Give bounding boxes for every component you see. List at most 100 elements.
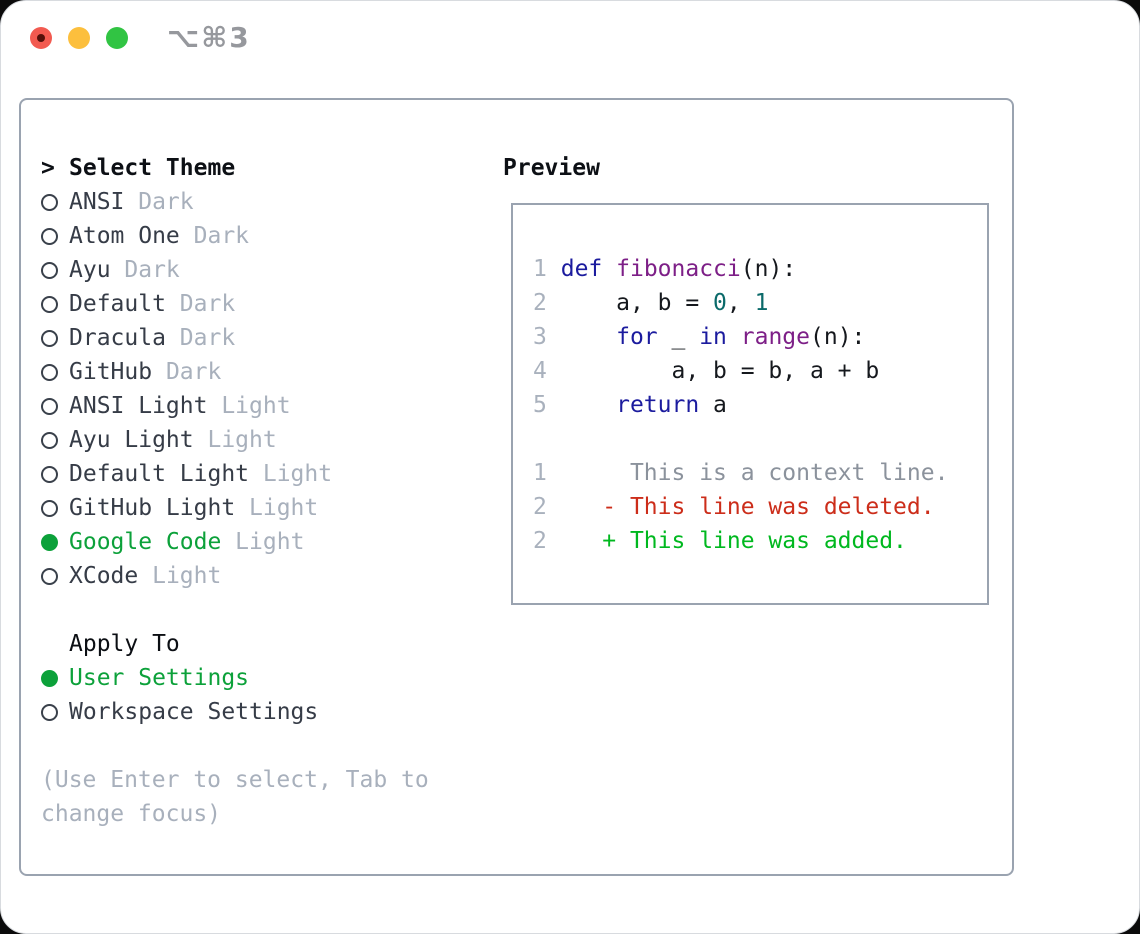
option-label: Workspace Settings: [69, 699, 319, 725]
theme-option-google-code[interactable]: Google Code Light: [41, 525, 481, 559]
apply-to-header: Apply To: [41, 627, 481, 661]
option-label: XCode: [69, 563, 139, 589]
minimize-button[interactable]: [68, 27, 90, 49]
preview-line: 3 for _ in range(n):: [533, 320, 987, 354]
spacer: [41, 729, 481, 763]
line-number: 2: [533, 494, 547, 520]
preview-line: 1 def fibonacci(n):: [533, 252, 987, 286]
code-token-kw: in: [699, 324, 727, 350]
list-title: Select Theme: [69, 155, 236, 181]
option-label: GitHub: [69, 359, 153, 385]
option-label: Google Code: [69, 529, 222, 555]
option-label: Dracula: [69, 325, 166, 351]
theme-option-dracula[interactable]: Dracula Dark: [41, 321, 481, 355]
close-button[interactable]: [30, 27, 52, 49]
code-token-pl: [561, 324, 616, 350]
list-header: > Select Theme: [41, 151, 481, 185]
radio-unselected-icon: [41, 363, 58, 381]
apply-to-title: Apply To: [69, 631, 180, 657]
code-token-kw: for: [616, 324, 658, 350]
option-label: Default Light: [69, 461, 250, 487]
option-variant: Light: [249, 461, 333, 487]
code-token-pl: a, b =: [560, 290, 714, 316]
line-number: 2: [533, 290, 547, 316]
close-dot-icon: [37, 34, 45, 42]
option-label: Ayu: [69, 257, 111, 283]
option-variant: Light: [221, 529, 305, 555]
option-variant: Dark: [110, 257, 180, 283]
code-token-pl: ,: [726, 290, 755, 316]
radio-unselected-icon: [41, 329, 58, 347]
preview-line: 2 a, b = 0, 1: [533, 286, 987, 320]
code-token-pl: [561, 494, 603, 520]
theme-option-github[interactable]: GitHub Dark: [41, 355, 481, 389]
option-variant: Dark: [165, 291, 236, 317]
code-token-num: 0: [713, 290, 727, 316]
option-label: Default: [69, 291, 166, 317]
radio-unselected-icon: [41, 465, 58, 483]
code-token-ctx: This is a context line.: [560, 460, 949, 486]
option-label: Atom One: [69, 223, 180, 249]
code-token-add: + This line was added.: [602, 528, 907, 554]
theme-option-github-light[interactable]: GitHub Light Light: [41, 491, 481, 525]
window-shortcut-label: ⌥⌘3: [167, 21, 251, 54]
preview-line: 5 return a: [533, 388, 987, 422]
code-token-pl: a, b = b, a + b: [560, 358, 880, 384]
option-label: ANSI: [69, 189, 125, 215]
option-variant: Light: [235, 495, 319, 521]
code-token-fn: range: [740, 324, 811, 350]
radio-unselected-icon: [41, 227, 58, 245]
radio-unselected-icon: [41, 295, 58, 313]
radio-selected-icon: [41, 669, 58, 687]
radio-selected-icon: [41, 533, 58, 551]
option-variant: Dark: [152, 359, 222, 385]
theme-option-default-light[interactable]: Default Light Light: [41, 457, 481, 491]
code-token-pl: _: [657, 324, 700, 350]
code-token-pl: [602, 256, 616, 282]
line-number: 4: [533, 358, 547, 384]
keyboard-hint: (Use Enter to select, Tab to change focu…: [41, 767, 429, 827]
apply-option-workspace-settings[interactable]: Workspace Settings: [41, 695, 481, 729]
theme-option-ayu-light[interactable]: Ayu Light Light: [41, 423, 481, 457]
preview-line: 2 + This line was added.: [533, 524, 987, 558]
theme-option-atom-one[interactable]: Atom One Dark: [41, 219, 481, 253]
titlebar: ⌥⌘3: [1, 1, 1139, 71]
preview-line: [533, 422, 987, 456]
maximize-button[interactable]: [106, 27, 128, 49]
option-variant: Dark: [124, 189, 194, 215]
code-token-pl: (n):: [810, 324, 866, 350]
theme-option-xcode[interactable]: XCode Light: [41, 559, 481, 593]
option-label: ANSI Light: [69, 393, 208, 419]
radio-unselected-icon: [41, 397, 58, 415]
option-label: GitHub Light: [69, 495, 236, 521]
option-variant: Dark: [179, 223, 250, 249]
radio-unselected-icon: [41, 261, 58, 279]
code-token-fn: fibonacci: [616, 256, 741, 282]
radio-unselected-icon: [41, 567, 58, 585]
option-label: User Settings: [69, 665, 250, 691]
code-token-pl: a: [699, 392, 727, 418]
code-token-num: 1: [754, 290, 769, 316]
theme-option-default[interactable]: Default Dark: [41, 287, 481, 321]
preview-title: Preview: [503, 155, 600, 181]
option-variant: Light: [138, 563, 222, 589]
theme-option-ansi[interactable]: ANSI Dark: [41, 185, 481, 219]
theme-option-ayu[interactable]: Ayu Dark: [41, 253, 481, 287]
radio-unselected-icon: [41, 703, 58, 721]
option-variant: Light: [207, 393, 291, 419]
apply-option-user-settings[interactable]: User Settings: [41, 661, 481, 695]
code-token-pl: [727, 324, 741, 350]
line-number: 2: [533, 528, 547, 554]
code-token-del: - This line was deleted.: [602, 494, 935, 520]
selection-prompt: >: [41, 155, 55, 181]
line-number: 1: [533, 460, 547, 486]
radio-unselected-icon: [41, 431, 58, 449]
spacer: [41, 593, 481, 627]
theme-option-ansi-light[interactable]: ANSI Light Light: [41, 389, 481, 423]
radio-unselected-icon: [41, 193, 58, 211]
